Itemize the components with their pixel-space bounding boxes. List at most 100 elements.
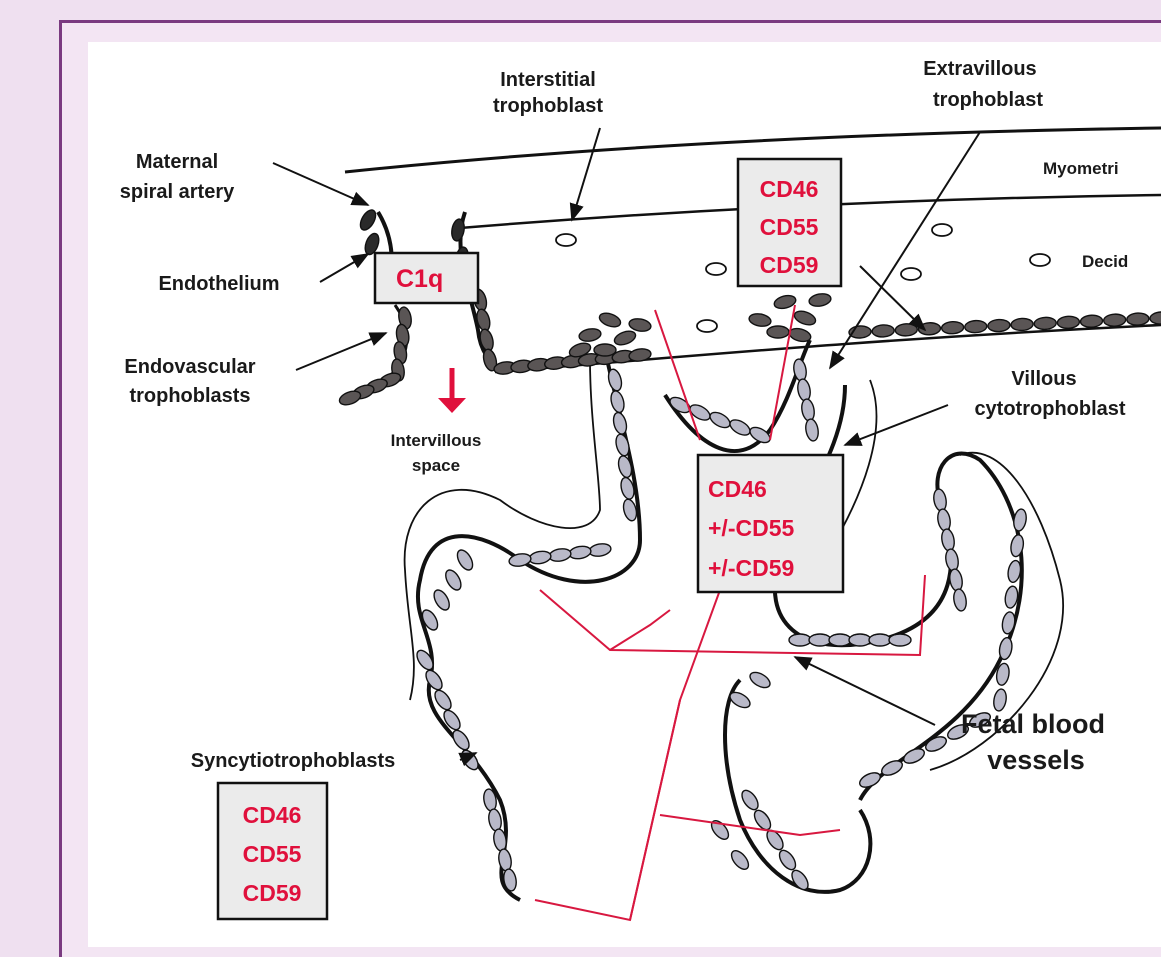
cell — [872, 324, 895, 337]
cell — [578, 327, 602, 343]
cell — [748, 312, 772, 328]
cell — [793, 309, 818, 328]
cell — [594, 344, 616, 356]
marker-box-c1q: C1q — [375, 253, 478, 303]
cell — [941, 321, 964, 334]
svg-text:Fetal blood: Fetal blood — [961, 709, 1105, 739]
label-myometrium: Myometri — [1043, 159, 1119, 178]
cell — [588, 542, 612, 558]
cell — [628, 317, 652, 333]
extravillous-cells — [493, 292, 1161, 375]
cell — [568, 545, 592, 561]
svg-text:cytotrophoblast: cytotrophoblast — [974, 398, 1125, 420]
placenta-diagram: Interstitial trophoblast Extravillous tr… — [88, 42, 1161, 947]
cell — [776, 848, 798, 873]
cell — [849, 634, 871, 646]
svg-text:Extravillous: Extravillous — [923, 58, 1036, 80]
cell — [727, 417, 752, 438]
cell — [1150, 311, 1161, 324]
cell — [431, 587, 452, 612]
svg-text:trophoblast: trophoblast — [933, 89, 1043, 111]
cell — [988, 319, 1011, 332]
label-villous-cytotrophoblast: Villous cytotrophoblast — [974, 368, 1125, 420]
cell — [952, 588, 968, 612]
cell — [829, 634, 851, 646]
svg-text:CD55: CD55 — [243, 841, 302, 867]
cell — [598, 311, 623, 330]
cell — [936, 508, 952, 532]
intervillous-arrow — [438, 368, 466, 413]
cell — [497, 848, 513, 872]
cell — [739, 788, 761, 813]
marker-box-syncytio: CD46 CD55 CD59 — [218, 783, 327, 919]
cell — [450, 728, 472, 753]
svg-text:Maternal: Maternal — [136, 151, 218, 173]
cell — [940, 528, 956, 552]
cell — [932, 488, 948, 512]
cell — [613, 329, 638, 348]
cell — [707, 409, 732, 430]
cell — [767, 326, 789, 338]
svg-text:CD46: CD46 — [243, 802, 302, 828]
cell — [528, 550, 552, 566]
cell — [611, 411, 628, 435]
cell — [918, 322, 941, 335]
svg-text:trophoblast: trophoblast — [493, 95, 603, 117]
label-maternal-spiral-artery: Maternal spiral artery — [120, 151, 235, 203]
cell — [796, 378, 812, 402]
marker-box-decidual: CD46 CD55 CD59 — [738, 159, 841, 286]
svg-text:CD55: CD55 — [760, 214, 819, 240]
svg-text:CD59: CD59 — [760, 252, 819, 278]
svg-text:Villous: Villous — [1011, 368, 1076, 390]
cell — [1011, 318, 1034, 331]
cell — [450, 218, 466, 242]
cell — [923, 734, 948, 754]
label-decidua: Decid — [1082, 252, 1128, 271]
cell — [454, 547, 475, 572]
cell — [1034, 317, 1057, 330]
endovascular-trophoblast-cells — [338, 288, 499, 408]
svg-text:CD46: CD46 — [708, 476, 767, 502]
cell — [1127, 313, 1150, 326]
marker-box-villous: CD46 +/-CD55 +/-CD59 — [698, 455, 843, 592]
label-fetal-blood-vessels: Fetal blood vessels — [961, 709, 1105, 775]
svg-text:trophoblasts: trophoblasts — [129, 385, 250, 407]
svg-text:space: space — [412, 456, 460, 475]
label-intervillous-space: Intervillous space — [391, 431, 482, 475]
label-endovascular-trophoblasts: Endovascular trophoblasts — [124, 356, 255, 407]
cell — [869, 634, 891, 646]
svg-text:+/-CD55: +/-CD55 — [708, 515, 794, 541]
cell — [609, 389, 626, 413]
cell — [614, 433, 631, 457]
svg-text:C1q: C1q — [396, 265, 443, 293]
cell — [789, 634, 811, 646]
cell — [443, 567, 464, 592]
cell — [441, 708, 463, 733]
cell — [944, 548, 960, 572]
cell — [808, 292, 832, 308]
cell — [895, 323, 918, 336]
cell — [809, 634, 831, 646]
cell — [889, 634, 911, 646]
svg-text:vessels: vessels — [987, 745, 1085, 775]
cell — [747, 669, 772, 690]
cell — [548, 547, 572, 563]
cell — [728, 848, 751, 873]
cell — [487, 808, 503, 832]
cell — [998, 637, 1014, 661]
svg-text:Interstitial: Interstitial — [500, 69, 596, 91]
cell — [1103, 314, 1126, 327]
svg-text:spiral artery: spiral artery — [120, 181, 235, 203]
cell — [901, 746, 926, 766]
cell — [804, 418, 820, 442]
cell — [800, 398, 816, 422]
svg-text:Intervillous: Intervillous — [391, 431, 482, 450]
cell — [1012, 508, 1028, 532]
svg-text:+/-CD59: +/-CD59 — [708, 555, 794, 581]
svg-text:Endovascular: Endovascular — [124, 356, 255, 378]
label-endothelium: Endothelium — [158, 273, 279, 295]
cell — [948, 568, 964, 592]
cell — [964, 320, 987, 333]
cell — [1080, 315, 1103, 328]
cell — [857, 770, 882, 790]
